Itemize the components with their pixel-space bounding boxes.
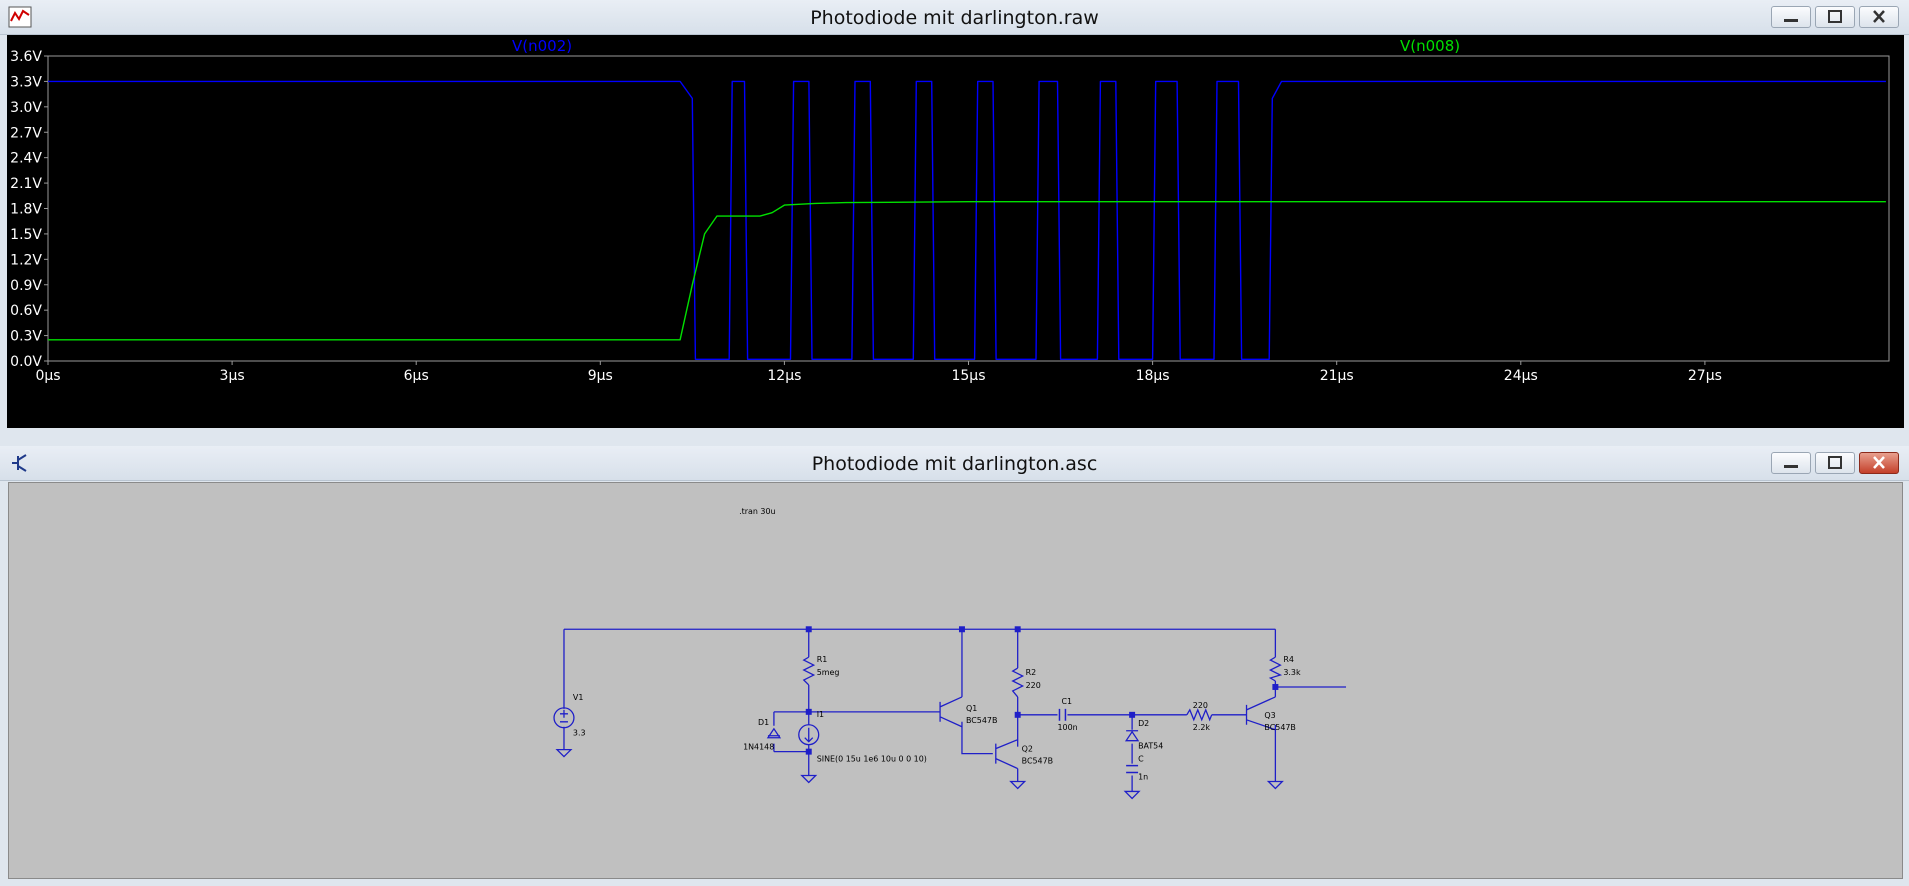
- resistor-r4[interactable]: [1268, 656, 1283, 682]
- c1-name-label: C1: [1061, 697, 1072, 706]
- i1-name-label: I1: [817, 710, 824, 719]
- maximize-button[interactable]: [1815, 452, 1855, 474]
- r4-value-label: 3.3k: [1283, 668, 1301, 677]
- close-button[interactable]: [1859, 452, 1899, 474]
- r1-name-label: R1: [817, 655, 828, 664]
- i1-value-label: SINE(0 15u 1e6 10u 0 0 10): [817, 755, 927, 764]
- y-tick-label: 0.3V: [10, 329, 42, 345]
- tran-directive[interactable]: .tran 30u: [739, 507, 775, 516]
- v1-name-label: V1: [573, 693, 583, 702]
- d1-value-label: 1N4148: [743, 743, 774, 752]
- minimize-icon: [1784, 465, 1798, 468]
- r2-name-label: R2: [1026, 668, 1037, 677]
- close-button[interactable]: [1859, 6, 1899, 28]
- y-tick-label: 2.7V: [10, 125, 42, 141]
- c-name-label: C: [1138, 755, 1144, 764]
- trace-label-v-n002[interactable]: V(n002): [512, 37, 572, 55]
- y-tick-label: 0.9V: [10, 278, 42, 294]
- r4-name-label: R4: [1283, 655, 1294, 664]
- y-tick-label: 2.1V: [10, 176, 42, 192]
- resistor-r1[interactable]: [802, 656, 816, 686]
- maximize-button[interactable]: [1815, 6, 1855, 28]
- q2-value-label: BC547B: [1022, 757, 1053, 766]
- x-tick-label: 3µs: [220, 368, 245, 384]
- y-tick-label: 1.5V: [10, 227, 42, 243]
- transistor-q3[interactable]: [1245, 696, 1276, 731]
- y-tick-label: 1.8V: [10, 202, 42, 218]
- waveform-window-title: Photodiode mit darlington.raw: [810, 7, 1099, 29]
- trace-line-v-n002[interactable]: [48, 80, 1886, 360]
- x-tick-label: 12µs: [767, 368, 801, 384]
- q1-name-label: Q1: [966, 704, 977, 713]
- x-tick-label: 21µs: [1320, 368, 1354, 384]
- junction-dots: [805, 626, 1279, 755]
- y-tick-label: 2.4V: [10, 151, 42, 167]
- q2-name-label: Q2: [1022, 745, 1033, 754]
- ground-symbol-v1: [555, 749, 573, 758]
- y-tick-label: 0.6V: [10, 303, 42, 319]
- c-value-label: 1n: [1138, 772, 1148, 781]
- maximize-icon: [1828, 456, 1842, 469]
- x-tick-label: 24µs: [1504, 368, 1538, 384]
- voltage-source-v1[interactable]: [553, 707, 575, 729]
- d2-value-label: BAT54: [1138, 742, 1163, 751]
- resistor-r2[interactable]: [1011, 667, 1025, 698]
- q3-name-label: Q3: [1264, 711, 1275, 720]
- schematic-canvas[interactable]: .tran 30u: [8, 482, 1903, 879]
- minimize-icon: [1784, 19, 1798, 22]
- r1-value-label: 5meg: [817, 668, 840, 677]
- maximize-icon: [1828, 10, 1842, 23]
- schematic-titlebar[interactable]: Photodiode mit darlington.asc: [0, 446, 1909, 481]
- x-tick-label: 0µs: [35, 368, 60, 384]
- minimize-button[interactable]: [1771, 452, 1811, 474]
- resistor-rbase[interactable]: [1186, 708, 1213, 722]
- d1-name-label: D1: [758, 718, 769, 727]
- capacitor-c[interactable]: [1126, 764, 1139, 774]
- trace-label-v-n008[interactable]: V(n008): [1400, 37, 1460, 55]
- rbase-value-label: 2.2k: [1193, 723, 1211, 732]
- transistor-app-icon: [12, 454, 27, 472]
- plot-frame: [47, 55, 1890, 362]
- y-tick-label: 0.0V: [10, 354, 42, 370]
- ground-symbol-c: [1123, 790, 1141, 800]
- c1-value-label: 100n: [1057, 723, 1077, 732]
- ground-symbol-i1: [800, 774, 818, 784]
- x-tick-label: 9µs: [588, 368, 613, 384]
- rbase-name-label: 220: [1193, 701, 1208, 710]
- transistor-q1[interactable]: [939, 696, 963, 728]
- current-source-i1[interactable]: [798, 724, 820, 746]
- ground-symbol-q2: [1009, 780, 1027, 790]
- waveform-titlebar[interactable]: Photodiode mit darlington.raw: [0, 0, 1909, 35]
- diode-d2[interactable]: [1124, 730, 1140, 742]
- close-icon: [1873, 456, 1885, 469]
- minimize-button[interactable]: [1771, 6, 1811, 28]
- d2-name-label: D2: [1138, 719, 1149, 728]
- y-tick-label: 3.3V: [10, 74, 42, 90]
- r2-value-label: 220: [1026, 681, 1041, 690]
- schematic-window: Photodiode mit darlington.asc: [0, 446, 1909, 886]
- q1-value-label: BC547B: [966, 716, 997, 725]
- ground-symbol-q3: [1266, 780, 1284, 790]
- waveform-plot[interactable]: 0.0V 0.3V 0.6V 0.9V 1.2V 1.5V 1.8V 2.1V 2.4V 2.7V…: [7, 35, 1904, 428]
- x-tick-label: 18µs: [1136, 368, 1170, 384]
- schematic-wires: [563, 628, 1347, 792]
- capacitor-c1[interactable]: [1058, 708, 1067, 721]
- schematic-window-title: Photodiode mit darlington.asc: [811, 453, 1098, 475]
- v1-value-label: 3.3: [573, 729, 586, 738]
- x-tick-label: 27µs: [1688, 368, 1722, 384]
- x-tick-label: 6µs: [404, 368, 429, 384]
- trace-line-v-n008[interactable]: [48, 200, 1886, 341]
- waveform-app-icon: [8, 6, 32, 28]
- diode-d1[interactable]: [766, 727, 782, 739]
- transistor-q2[interactable]: [995, 739, 1018, 770]
- y-tick-label: 1.2V: [10, 252, 42, 268]
- close-icon: [1873, 10, 1885, 23]
- x-tick-label: 15µs: [951, 368, 985, 384]
- y-tick-label: 3.6V: [10, 49, 42, 65]
- y-tick-label: 3.0V: [10, 100, 42, 116]
- q3-value-label: BC547B: [1264, 723, 1295, 732]
